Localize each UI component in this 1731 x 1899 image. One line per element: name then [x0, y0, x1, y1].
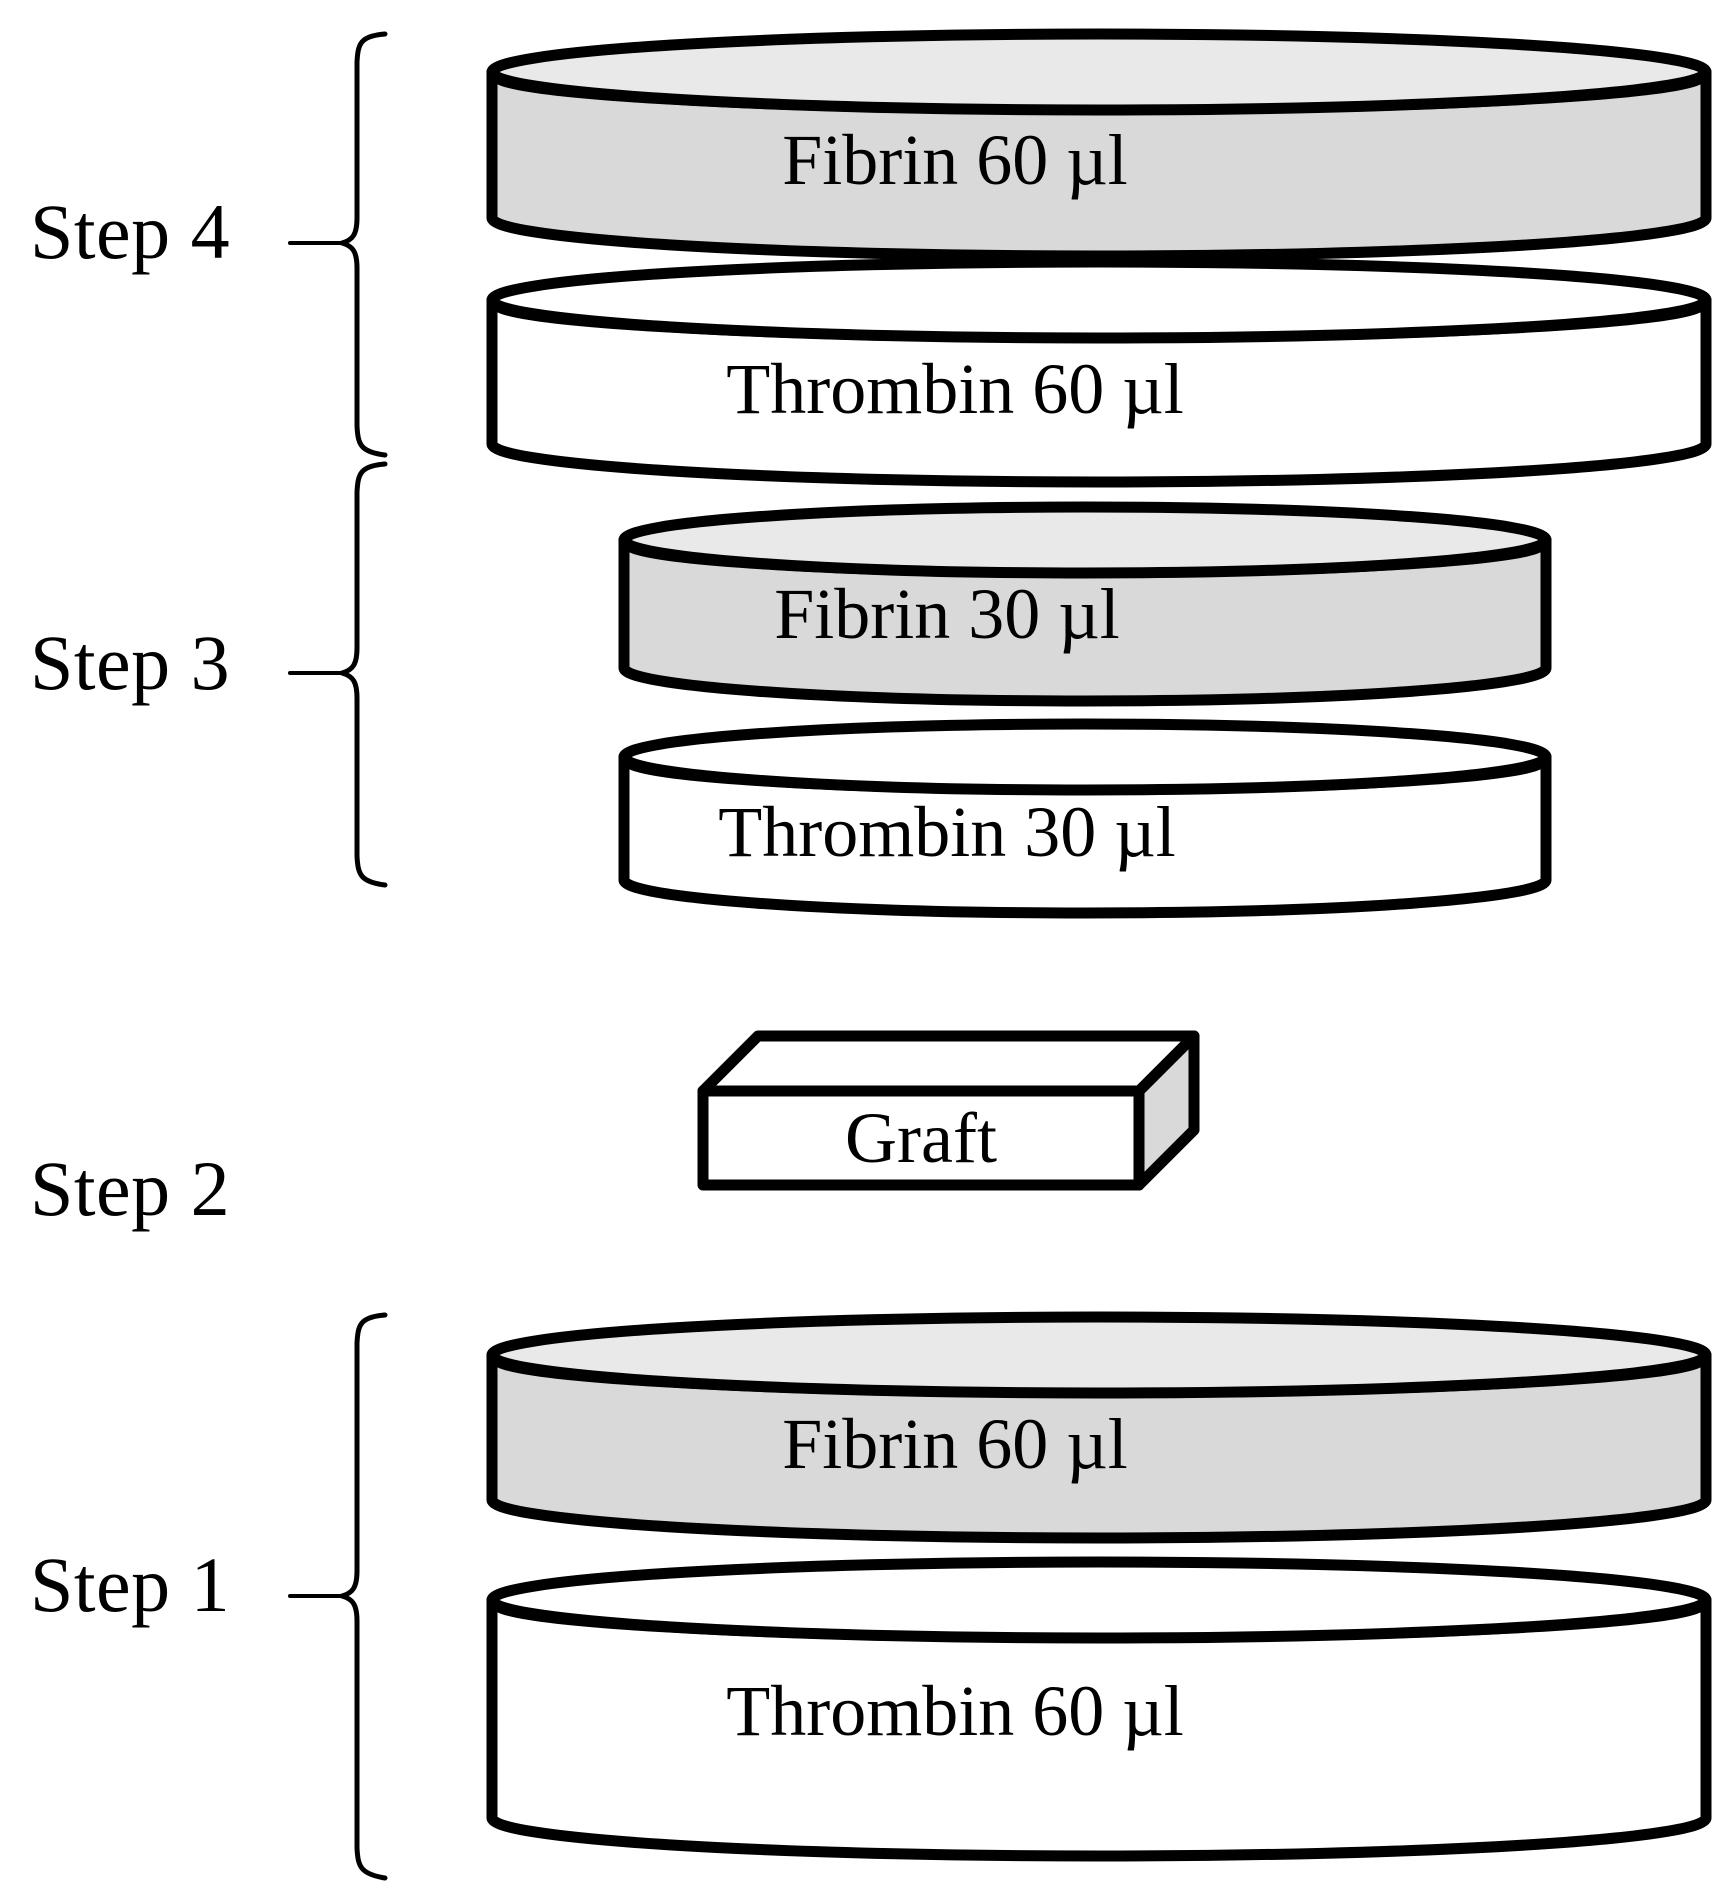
layer-text-fibrin-60-bottom: Fibrin 60 µl [782, 1404, 1128, 1484]
brace-step-1 [288, 1312, 388, 1881]
cylinder-fibrin-30 [618, 501, 1552, 707]
layer-text-fibrin-60-top: Fibrin 60 µl [782, 120, 1128, 200]
cylinder-fibrin-60-top [486, 28, 1712, 262]
cylinder-thrombin-60-bottom [486, 1556, 1712, 1862]
box-graft [697, 1030, 1200, 1191]
cylinder-fibrin-60-bottom [486, 1311, 1712, 1544]
step-label-3: Step 3 [30, 619, 231, 706]
step-label-4: Step 4 [30, 188, 231, 275]
layer-text-thrombin-60-bottom: Thrombin 60 µl [726, 1671, 1184, 1751]
step-label-1: Step 1 [30, 1541, 231, 1628]
layer-text-graft: Graft [845, 1098, 997, 1178]
layer-text-thrombin-60-top: Thrombin 60 µl [726, 349, 1184, 429]
brace-step-4 [288, 31, 388, 458]
step-label-2: Step 2 [30, 1145, 231, 1232]
layer-text-fibrin-30: Fibrin 30 µl [774, 574, 1120, 654]
cylinder-thrombin-30 [618, 718, 1552, 919]
cylinder-thrombin-60-top [486, 256, 1712, 488]
layer-text-thrombin-30: Thrombin 30 µl [718, 792, 1176, 872]
brace-step-3 [288, 461, 388, 888]
